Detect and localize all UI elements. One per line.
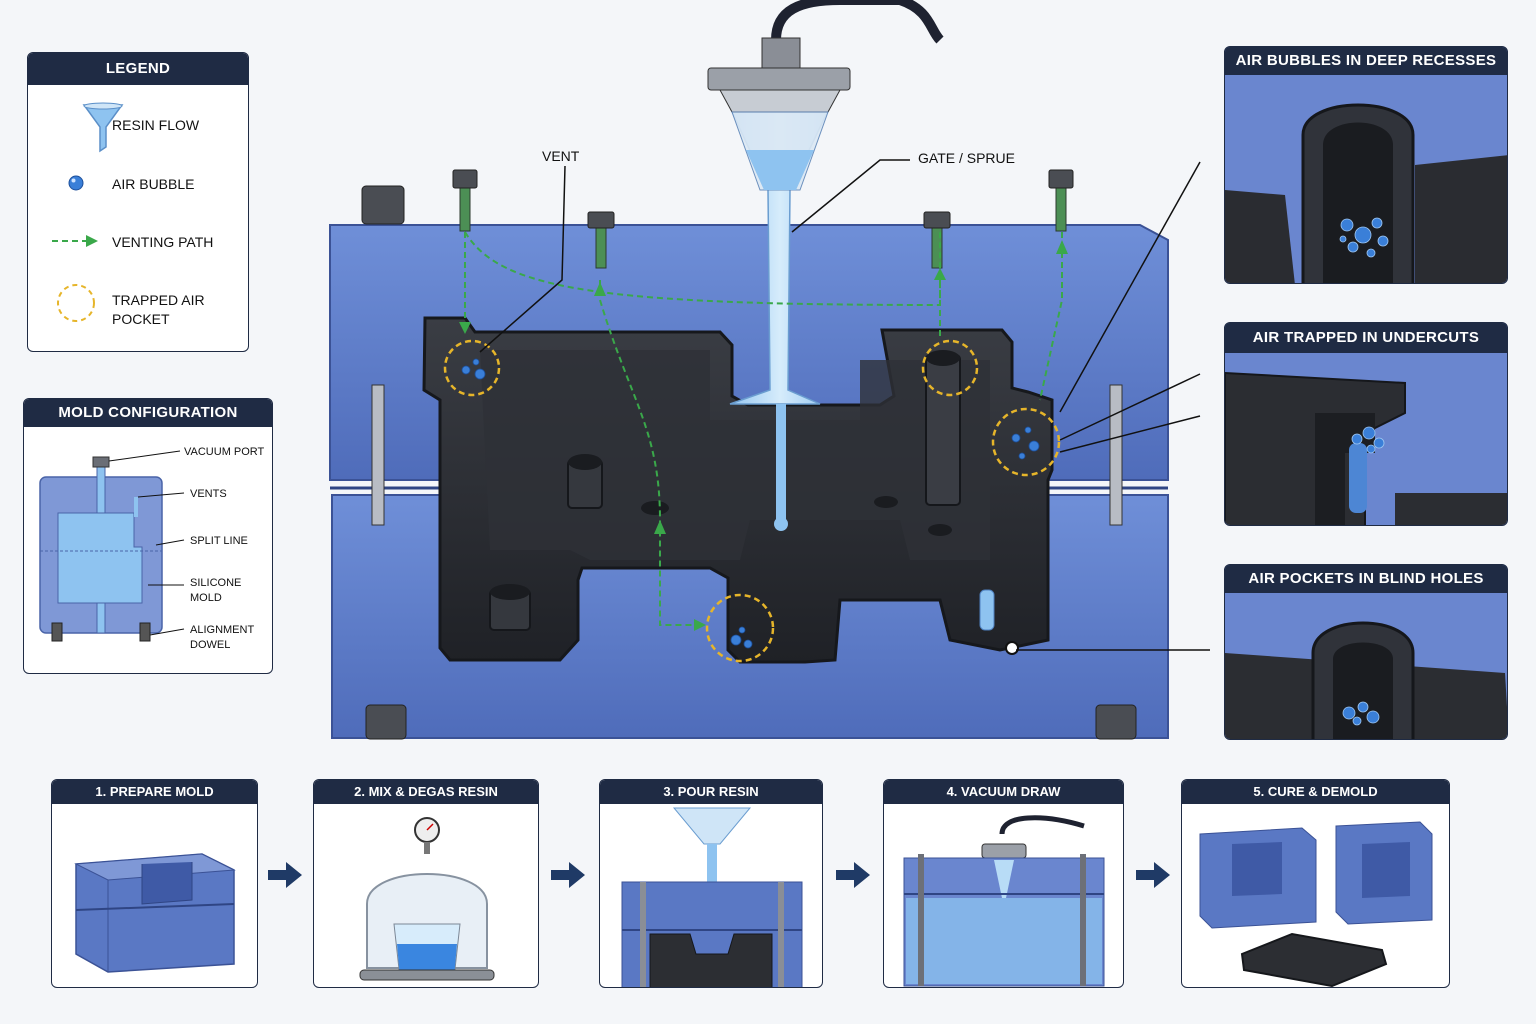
mold-configuration-panel: MOLD CONFIGURATION VACUUM PORT VENTS SPL… xyxy=(23,398,273,674)
step-mix-degas: 2. MIX & DEGAS RESIN xyxy=(313,779,539,988)
step-pour-resin: 3. POUR RESIN xyxy=(599,779,823,988)
inset-blind-holes-illustration xyxy=(1225,593,1507,739)
split-line-label: SPLIT LINE xyxy=(190,535,248,547)
inset-undercuts: AIR TRAPPED IN UNDERCUTS xyxy=(1224,322,1508,526)
legend-trapped-air-label: TRAPPED AIR POCKET xyxy=(112,292,205,327)
step-vacuum-draw: 4. VACUUM DRAW xyxy=(883,779,1124,988)
step-prepare-mold: 1. PREPARE MOLD xyxy=(51,779,258,988)
step-4-illustration xyxy=(903,815,1105,987)
step-3-title: 3. POUR RESIN xyxy=(600,780,822,804)
step-arrow-4-icon xyxy=(1136,862,1170,888)
silicone-mold-label: SILICONE MOLD xyxy=(190,577,242,604)
step-arrow-3-icon xyxy=(836,862,870,888)
vents-label: VENTS xyxy=(190,488,227,500)
inset-blind-holes-title: AIR POCKETS IN BLIND HOLES xyxy=(1225,565,1507,593)
step-4-title: 4. VACUUM DRAW xyxy=(884,780,1123,804)
legend-venting-path-label: VENTING PATH xyxy=(112,234,214,250)
gate-sprue-label: GATE / SPRUE xyxy=(918,150,1015,166)
trapped-air-pockets xyxy=(443,339,1061,663)
step-cure-demold: 5. CURE & DEMOLD xyxy=(1181,779,1450,988)
step-1-illustration xyxy=(74,853,236,973)
mold-configuration-diagram xyxy=(39,450,185,642)
inset-undercuts-illustration xyxy=(1225,353,1507,525)
inset-deep-recesses-illustration xyxy=(1225,75,1507,283)
inset-blind-holes: AIR POCKETS IN BLIND HOLES xyxy=(1224,564,1508,740)
main-mold-cross-section xyxy=(329,0,1210,740)
mold-configuration-title: MOLD CONFIGURATION xyxy=(24,399,272,427)
step-5-illustration xyxy=(1199,821,1433,987)
step-3-illustration xyxy=(621,807,803,987)
inset-deep-recesses-title: AIR BUBBLES IN DEEP RECESSES xyxy=(1225,47,1507,75)
vent-label: VENT xyxy=(542,148,580,164)
step-5-title: 5. CURE & DEMOLD xyxy=(1182,780,1449,804)
legend-panel: LEGEND RESIN FLOW AIR BUBBLE VENTING PAT… xyxy=(27,52,249,352)
air-bubbles xyxy=(461,358,1040,649)
vacuum-hose xyxy=(771,0,944,44)
bubble-icon xyxy=(68,175,84,191)
sprue-fitting-top xyxy=(761,37,801,69)
step-2-title: 2. MIX & DEGAS RESIN xyxy=(314,780,538,804)
funnel-icon xyxy=(82,102,124,153)
alignment-dowel-label: ALIGNMENT DOWEL xyxy=(190,624,255,651)
inset-deep-recesses: AIR BUBBLES IN DEEP RECESSES xyxy=(1224,46,1508,284)
step-arrow-2-icon xyxy=(551,862,585,888)
legend-resin-flow-label: RESIN FLOW xyxy=(112,117,200,133)
vacuum-port-label: VACUUM PORT xyxy=(184,446,265,458)
legend-air-bubble-label: AIR BUBBLE xyxy=(112,176,195,192)
legend-title: LEGEND xyxy=(28,53,248,85)
step-arrow-1-icon xyxy=(268,862,302,888)
step-1-title: 1. PREPARE MOLD xyxy=(52,780,257,804)
dashed-arrow-icon xyxy=(52,235,98,247)
dashed-circle-icon xyxy=(57,284,95,322)
inset-undercuts-title: AIR TRAPPED IN UNDERCUTS xyxy=(1225,323,1507,353)
step-2-illustration xyxy=(359,817,495,981)
